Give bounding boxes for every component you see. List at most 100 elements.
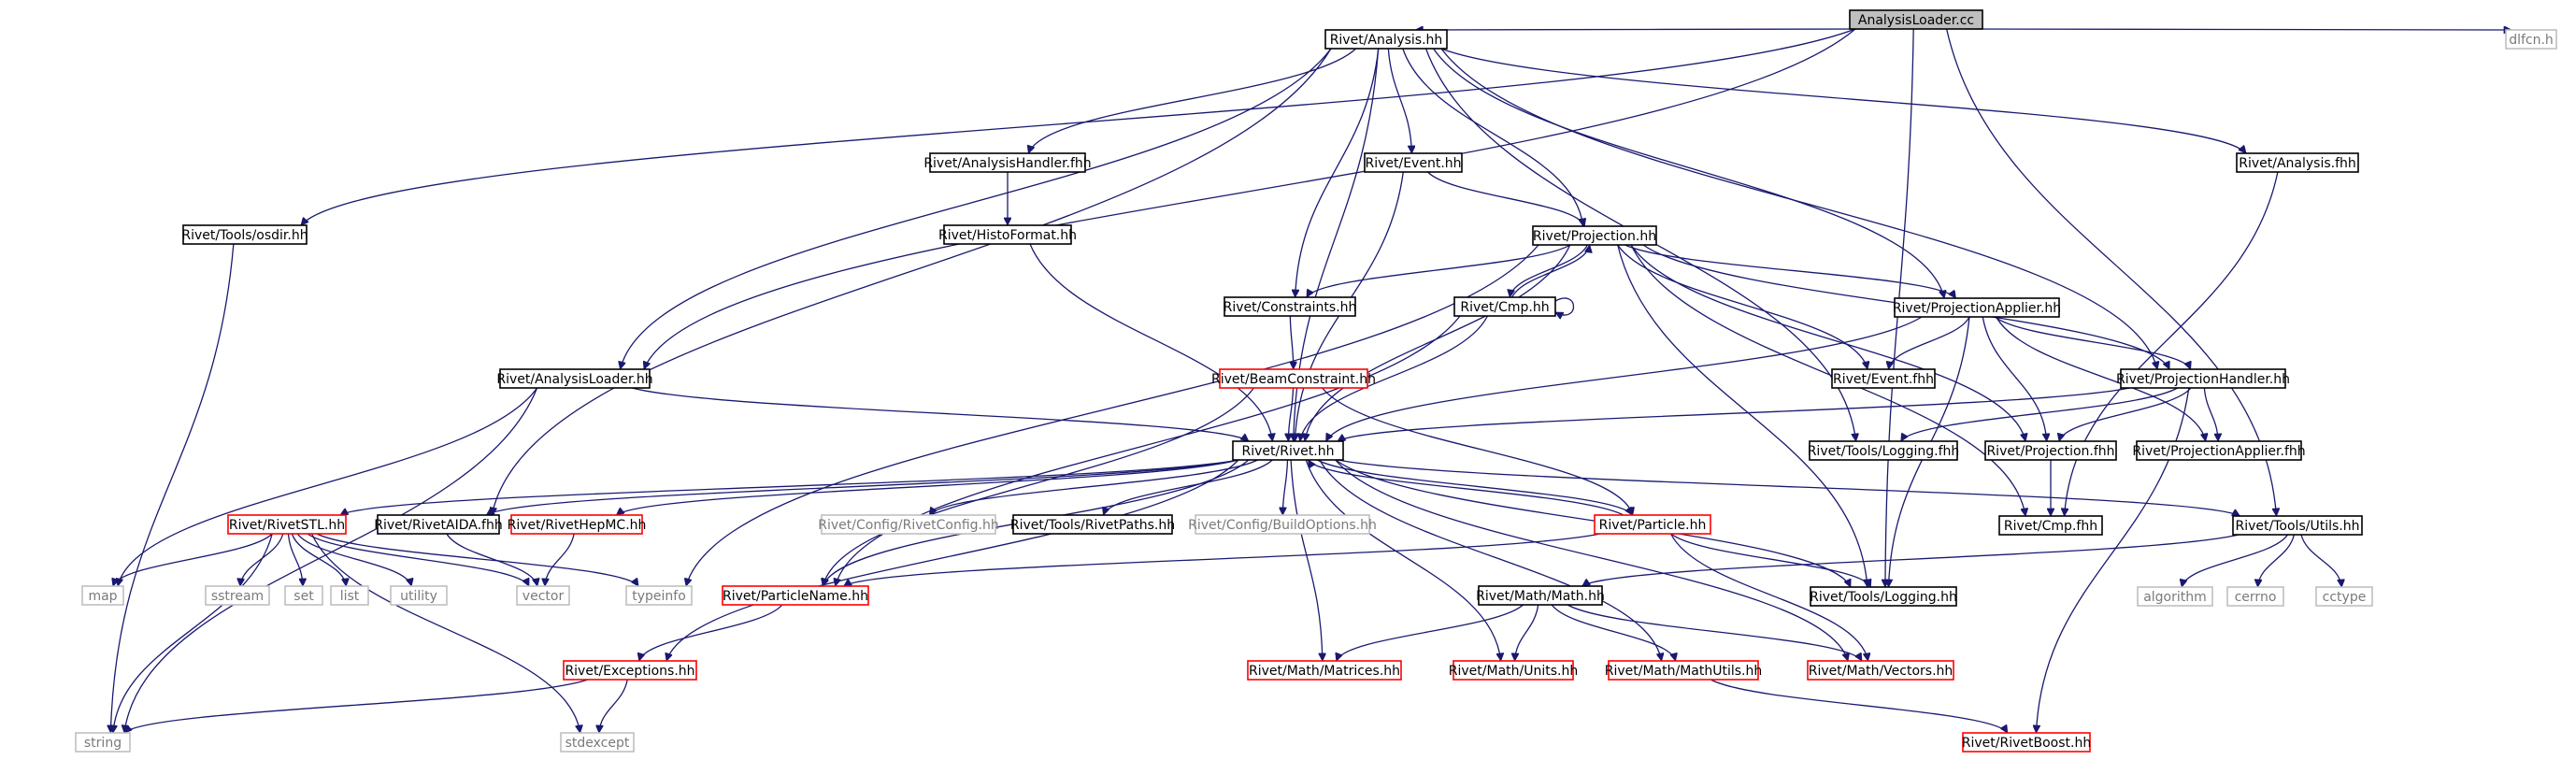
node-rivet[interactable]: Rivet/Rivet.hh xyxy=(1232,440,1344,461)
node-beam[interactable]: Rivet/BeamConstraint.hh xyxy=(1211,368,1376,389)
edge-particle-to-loghh xyxy=(1670,533,1871,587)
edge-rivet-to-mathutils xyxy=(1319,459,1662,661)
node-event[interactable]: Rivet/Event.hh xyxy=(1364,152,1463,173)
edge-aloader-to-rivet xyxy=(631,387,1249,441)
node-hepmc[interactable]: Rivet/RivetHepMC.hh xyxy=(508,514,647,535)
node-efhh[interactable]: Rivet/Event.fhh xyxy=(1831,368,1936,389)
node-label: Rivet/Math/Math.hh xyxy=(1476,589,1605,604)
node-label: Rivet/Event.fhh xyxy=(1833,372,1934,387)
node-osdir[interactable]: Rivet/Tools/osdir.hh xyxy=(181,224,308,245)
node-box xyxy=(1998,515,2103,536)
node-box xyxy=(943,224,1072,245)
node-logfhh[interactable]: Rivet/Tools/Logging.fhh xyxy=(1808,440,1960,461)
node-label: Rivet/Projection.hh xyxy=(1533,229,1656,244)
node-box xyxy=(1810,586,1957,607)
node-aloader[interactable]: Rivet/AnalysisLoader.hh xyxy=(496,368,653,389)
node-box xyxy=(1807,660,1954,681)
node-box xyxy=(2137,586,2213,607)
node-vector: vector xyxy=(516,585,570,606)
edge-ahh-to-proj xyxy=(1402,48,1583,226)
node-box xyxy=(929,152,1086,173)
node-exc[interactable]: Rivet/Exceptions.hh xyxy=(563,660,697,681)
node-vectors[interactable]: Rivet/Math/Vectors.hh xyxy=(1807,660,1954,681)
node-ahh[interactable]: Rivet/Analysis.hh xyxy=(1324,29,1448,50)
node-root[interactable]: AnalysisLoader.cc xyxy=(1849,9,1983,30)
edge-ahh-to-logfhh xyxy=(1424,48,1856,441)
edge-proj-to-papplier xyxy=(1624,244,1956,298)
node-histo[interactable]: Rivet/HistoFormat.hh xyxy=(938,224,1077,245)
edge-stl-to-set xyxy=(287,533,303,586)
edge-rivet-to-hepmc xyxy=(616,459,1239,515)
node-box xyxy=(1219,368,1368,389)
node-box xyxy=(2315,586,2373,607)
node-box xyxy=(821,514,996,535)
node-mathutils[interactable]: Rivet/Math/MathUtils.hh xyxy=(1605,660,1763,681)
node-loghh[interactable]: Rivet/Tools/Logging.hh xyxy=(1810,586,1957,607)
node-box xyxy=(1594,514,1711,535)
edge-phandler-to-projfhh xyxy=(2059,387,2192,441)
node-sstream: sstream xyxy=(205,585,270,606)
node-ahandler[interactable]: Rivet/AnalysisHandler.fhh xyxy=(923,152,1092,173)
node-box xyxy=(2236,152,2359,173)
node-box xyxy=(1831,368,1936,389)
node-build: Rivet/Config/BuildOptions.hh xyxy=(1188,514,1377,535)
node-box xyxy=(330,585,369,606)
node-box xyxy=(510,514,643,535)
node-label: Rivet/Tools/Logging.hh xyxy=(1810,590,1957,605)
node-units[interactable]: Rivet/Math/Units.hh xyxy=(1449,660,1578,681)
edge-histo-to-rivet xyxy=(1029,243,1272,441)
node-box xyxy=(1453,660,1574,681)
node-pappfhh[interactable]: Rivet/ProjectionApplier.fhh xyxy=(2132,440,2306,461)
node-stl[interactable]: Rivet/RivetSTL.hh xyxy=(227,514,347,535)
node-label: Rivet/Math/MathUtils.hh xyxy=(1605,664,1763,679)
edge-stl-to-string xyxy=(113,533,273,733)
edge-stl-to-typeinfo xyxy=(316,533,639,586)
node-label: Rivet/Tools/osdir.hh xyxy=(181,228,308,243)
edge-utils-to-algorithm xyxy=(2182,534,2289,587)
node-algorithm: algorithm xyxy=(2137,586,2213,607)
node-label: Rivet/Tools/Logging.fhh xyxy=(1808,444,1960,459)
node-cmpfhh[interactable]: Rivet/Cmp.fhh xyxy=(1998,515,2103,536)
node-afhh[interactable]: Rivet/Analysis.fhh xyxy=(2236,152,2359,173)
edge-rivet-to-stl xyxy=(340,459,1239,516)
edge-exc-to-stdexcept xyxy=(599,679,628,733)
edge-math-to-mathutils xyxy=(1551,604,1675,661)
edge-math-to-vectors xyxy=(1567,604,1863,661)
node-phandler[interactable]: Rivet/ProjectionHandler.hh xyxy=(2116,368,2290,389)
node-utils[interactable]: Rivet/Tools/Utils.hh xyxy=(2232,515,2363,536)
node-label: dlfcn.h xyxy=(2509,33,2554,48)
node-label: algorithm xyxy=(2143,590,2207,605)
node-boost[interactable]: Rivet/RivetBoost.hh xyxy=(1962,732,2091,753)
node-typeinfo: typeinfo xyxy=(625,585,693,606)
node-label: map xyxy=(88,589,117,604)
edge-rivet-to-units xyxy=(1305,459,1500,661)
node-matrices[interactable]: Rivet/Math/Matrices.hh xyxy=(1247,660,1402,681)
node-label: Rivet/ProjectionApplier.fhh xyxy=(2132,444,2305,459)
node-label: Rivet/Rivet.hh xyxy=(1242,444,1335,459)
edge-stl-to-list xyxy=(291,533,346,586)
node-label: Rivet/RivetAIDA.fhh xyxy=(374,518,502,533)
node-projfhh[interactable]: Rivet/Projection.fhh xyxy=(1984,440,2117,461)
node-proj[interactable]: Rivet/Projection.hh xyxy=(1532,225,1657,246)
node-label: Rivet/ProjectionApplier.hh xyxy=(1893,301,2061,316)
node-pname[interactable]: Rivet/ParticleName.hh xyxy=(722,585,869,606)
edge-root-to-dlfcn xyxy=(1965,29,2512,30)
node-label: Rivet/BeamConstraint.hh xyxy=(1211,372,1376,387)
node-constr[interactable]: Rivet/Constraints.hh xyxy=(1224,296,1357,317)
edge-ahh-to-papplier xyxy=(1433,48,1945,298)
node-papplier[interactable]: Rivet/ProjectionApplier.hh xyxy=(1893,297,2061,318)
node-cmp[interactable]: Rivet/Cmp.hh xyxy=(1453,296,1556,317)
edge-utils-to-math xyxy=(1582,534,2240,587)
node-label: Rivet/ParticleName.hh xyxy=(723,589,868,604)
node-particle[interactable]: Rivet/Particle.hh xyxy=(1594,514,1711,535)
node-math[interactable]: Rivet/Math/Math.hh xyxy=(1476,585,1605,606)
node-aida[interactable]: Rivet/RivetAIDA.fhh xyxy=(374,514,503,535)
node-paths[interactable]: Rivet/Tools/RivetPaths.hh xyxy=(1010,514,1175,535)
edge-ahh-to-aida xyxy=(492,48,1332,515)
edge-stl-to-utility xyxy=(296,533,411,586)
edge-beam-to-pname xyxy=(823,387,1254,586)
edge-proj-to-rivet xyxy=(1305,244,1571,441)
node-label: sstream xyxy=(211,589,264,604)
node-box xyxy=(1453,296,1556,317)
node-label: Rivet/Math/Units.hh xyxy=(1449,664,1578,679)
